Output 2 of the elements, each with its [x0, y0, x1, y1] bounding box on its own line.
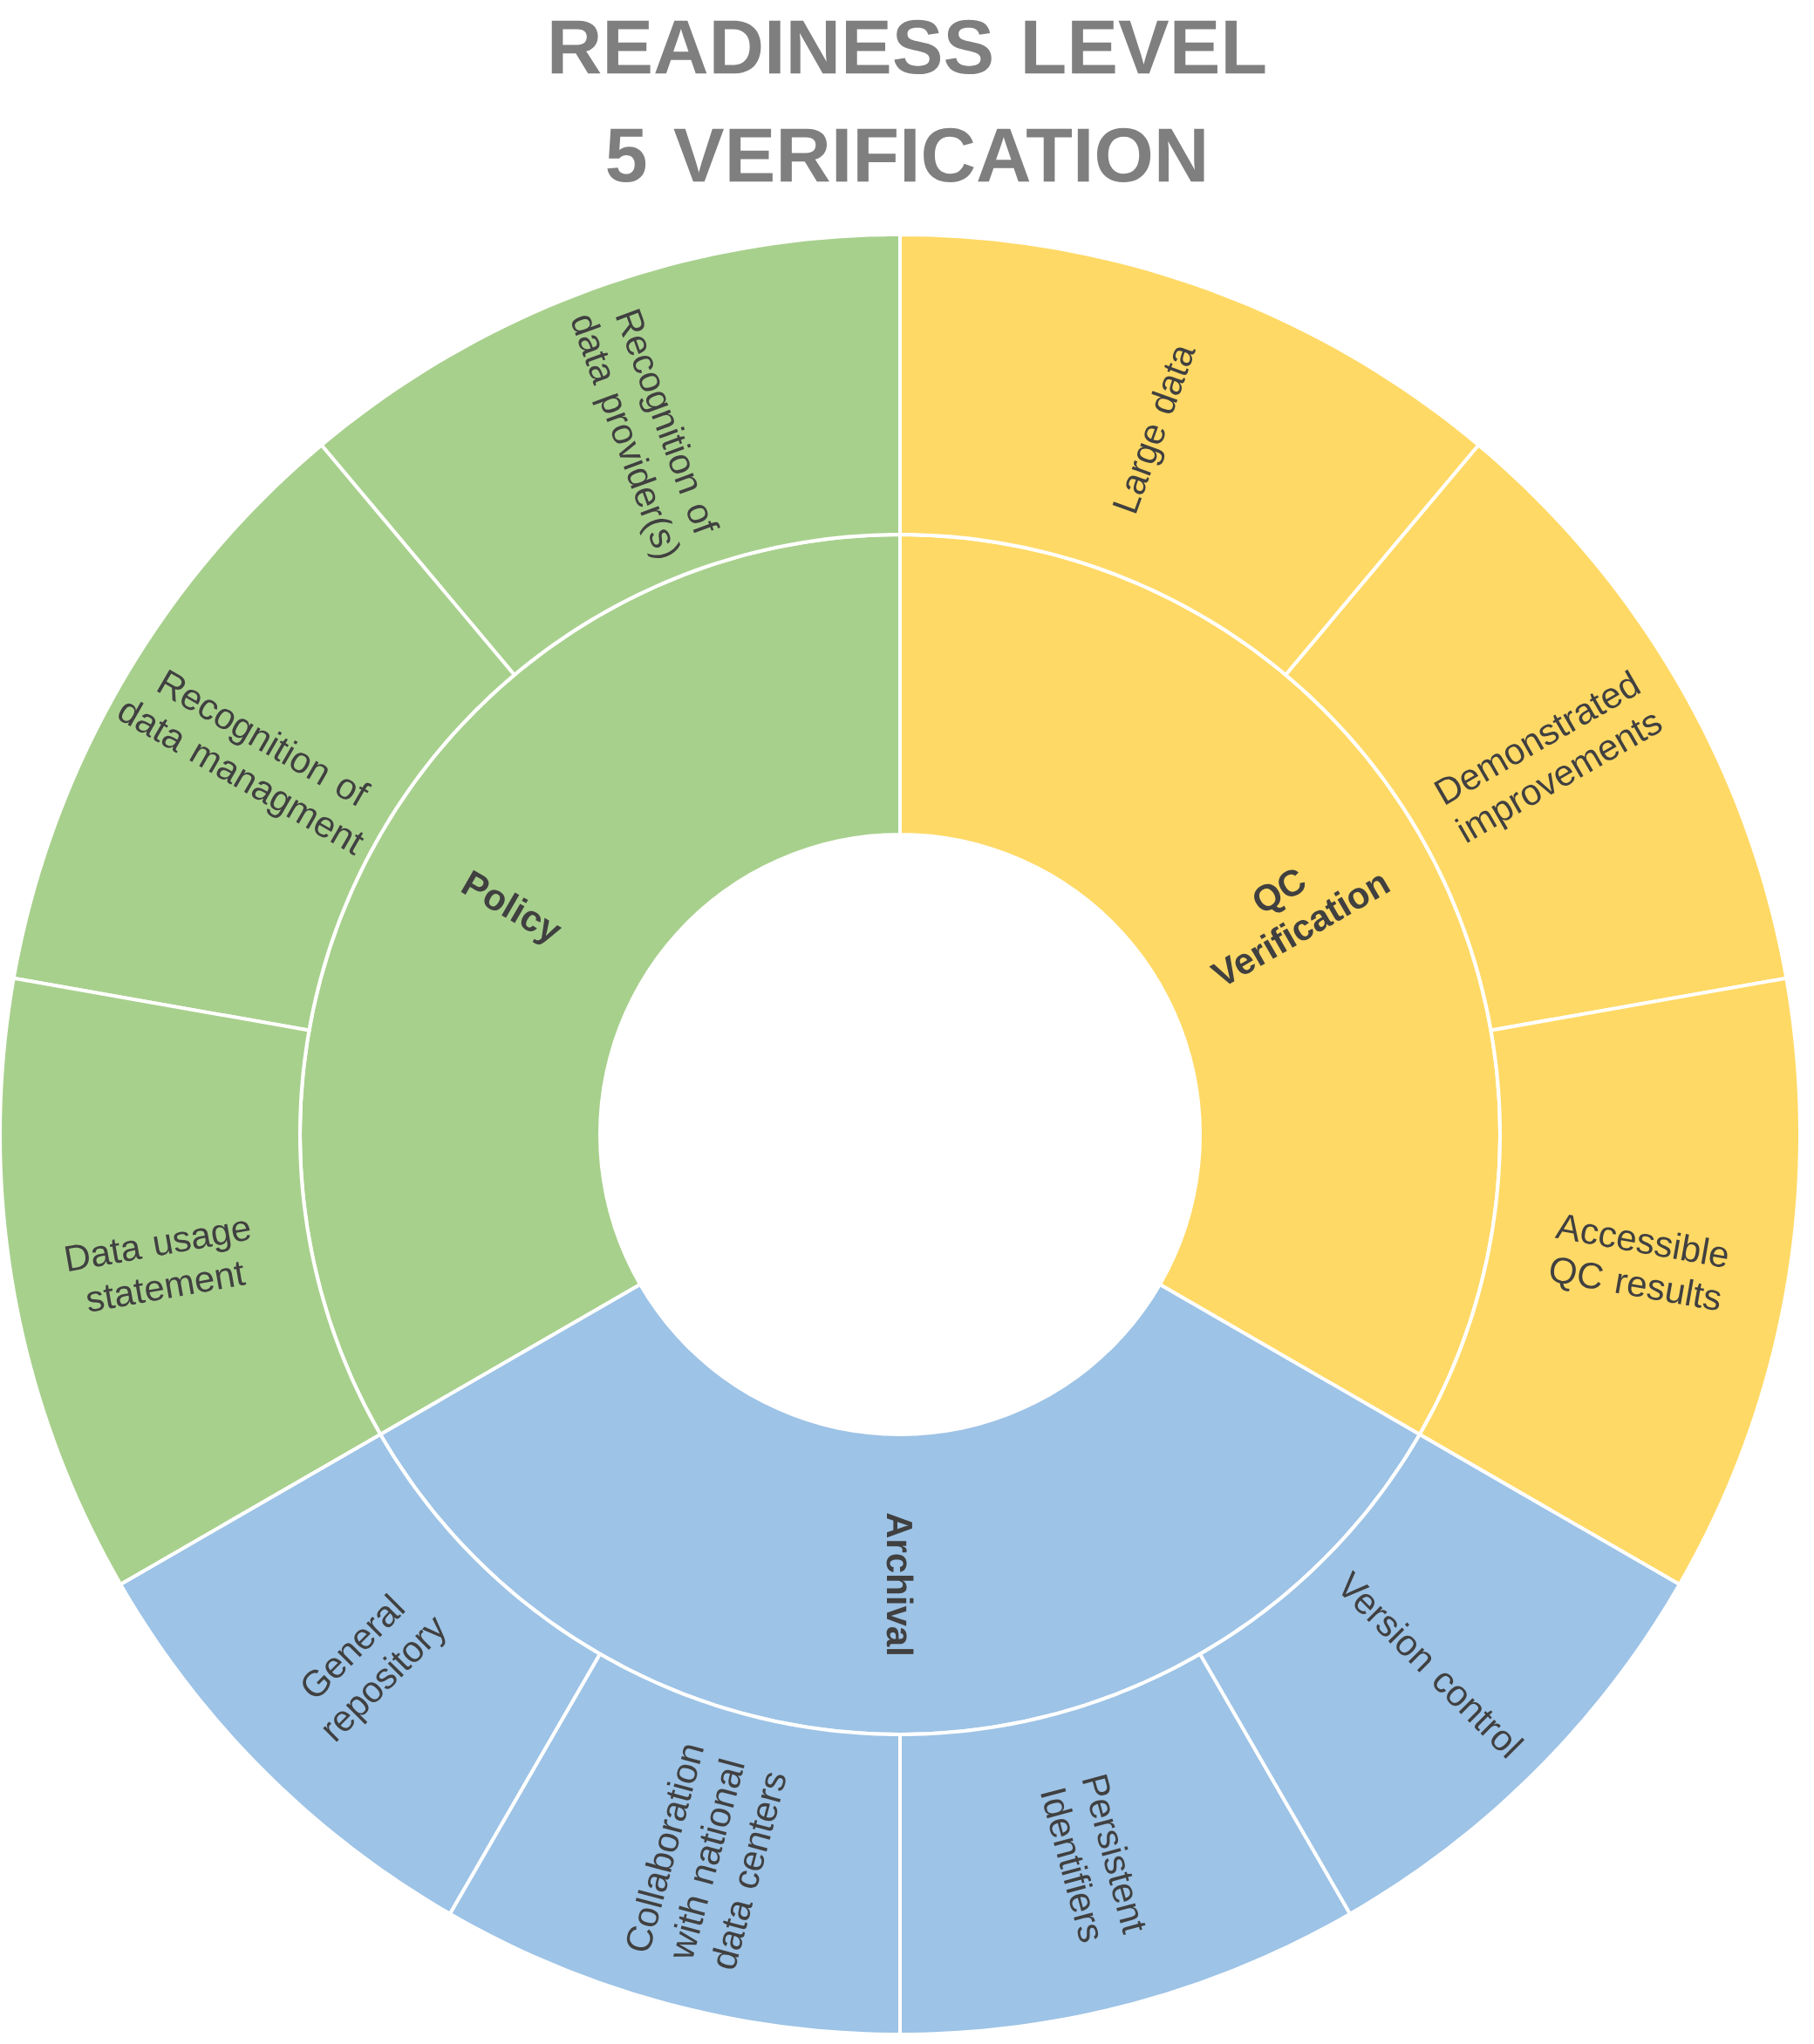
title: READINESS LEVEL 5 VERIFICATION — [551, 19, 1265, 183]
node-label: Accessible QC results — [1550, 1214, 1728, 1311]
